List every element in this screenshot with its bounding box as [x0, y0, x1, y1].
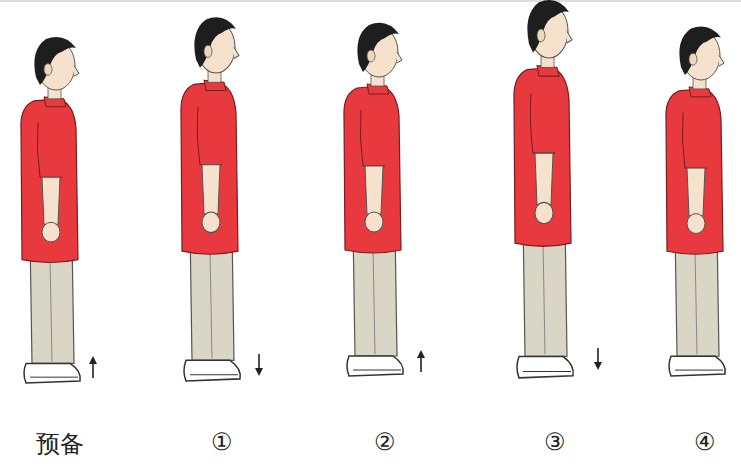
figure-step4	[666, 26, 725, 376]
up-arrow	[89, 356, 97, 378]
figure-ready	[21, 37, 80, 383]
step-label: 预备	[36, 428, 84, 460]
figure-step2	[344, 23, 403, 376]
callout-number: ②	[374, 428, 396, 456]
down-arrow	[594, 348, 602, 370]
up-arrow	[417, 350, 425, 372]
callout-number: ④	[694, 428, 716, 456]
figure-step3	[514, 0, 573, 378]
callout-number: ①	[211, 428, 233, 456]
figure-step1	[181, 17, 240, 381]
callout-number: ③	[544, 428, 566, 456]
down-arrow	[255, 354, 263, 376]
